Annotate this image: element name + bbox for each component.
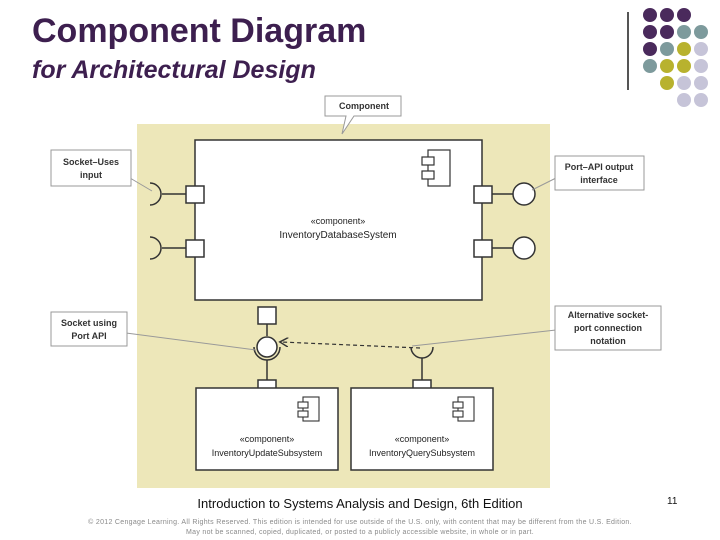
callout-alternative-socket: Alternative socket- port connection nota…	[411, 305, 662, 351]
callout-component-text: Component	[339, 101, 389, 111]
decorative-dot	[677, 76, 691, 90]
callout-port-api-line2: interface	[580, 175, 618, 185]
slide-footer: Introduction to Systems Analysis and Des…	[197, 496, 523, 511]
callout-socket-using-line2: Port API	[71, 331, 106, 341]
copyright-notice: © 2012 Cengage Learning. All Rights Rese…	[40, 518, 680, 538]
decorative-dot	[660, 25, 674, 39]
socket-left-top	[149, 182, 162, 206]
callout-alternative-line3: notation	[590, 336, 626, 346]
main-component-name: InventoryDatabaseSystem	[279, 230, 396, 241]
socket-left-bottom	[149, 236, 162, 260]
component-icon	[421, 149, 451, 187]
port-left-top	[185, 185, 205, 204]
callout-port-api-line1: Port–API output	[565, 162, 634, 172]
lollipop-right-top	[512, 182, 536, 206]
decorative-dot	[643, 42, 657, 56]
callout-socket-uses-line2: input	[80, 170, 102, 180]
update-component-name: InventoryUpdateSubsystem	[212, 448, 323, 458]
callout-socket-using-line1: Socket using	[61, 318, 117, 328]
decorative-dot	[677, 93, 691, 107]
decorative-dot	[694, 42, 708, 56]
slide-title: Component Diagram	[32, 12, 367, 50]
callout-socket-uses-input: Socket–Uses input	[50, 149, 153, 192]
decorative-dot	[677, 59, 691, 73]
callout-socket-uses-line1: Socket–Uses	[63, 157, 119, 167]
decorative-dot	[643, 25, 657, 39]
decorative-dot	[677, 8, 691, 22]
query-component-name: InventoryQuerySubsystem	[369, 448, 475, 458]
page-number: 11	[667, 496, 678, 507]
port-right-top	[473, 185, 493, 204]
decorative-dot	[660, 42, 674, 56]
update-component-stereotype: «component»	[240, 434, 295, 444]
component-icon	[452, 396, 475, 422]
copyright-line-2: May not be scanned, copied, duplicated, …	[186, 529, 534, 536]
socket-alternative	[410, 346, 434, 359]
decorative-dot	[694, 76, 708, 90]
decorative-dot	[694, 59, 708, 73]
decorative-dot	[694, 25, 708, 39]
port-right-bottom	[473, 239, 493, 258]
query-component-stereotype: «component»	[395, 434, 450, 444]
decorative-dot	[660, 76, 674, 90]
callout-alternative-line1: Alternative socket-	[568, 310, 649, 320]
port-left-bottom	[185, 239, 205, 258]
callout-socket-using-port: Socket using Port API	[50, 311, 257, 351]
slide-subtitle: for Architectural Design	[32, 56, 316, 84]
dependency-arrow	[281, 342, 421, 349]
ball-joint	[256, 336, 278, 358]
callout-alternative-line2: port connection	[574, 323, 642, 333]
decorative-dot	[677, 25, 691, 39]
component-icon	[297, 396, 320, 422]
decorative-dot	[660, 59, 674, 73]
lollipop-right-bottom	[512, 236, 536, 260]
decorative-dot	[643, 59, 657, 73]
port-bottom	[257, 306, 277, 325]
decorative-dot	[677, 42, 691, 56]
decorative-dot	[643, 8, 657, 22]
copyright-line-1: © 2012 Cengage Learning. All Rights Rese…	[88, 519, 632, 526]
main-component-stereotype: «component»	[311, 216, 366, 226]
decorative-divider	[627, 12, 629, 90]
callout-component: Component	[324, 95, 402, 135]
decorative-dot	[660, 8, 674, 22]
decorative-dot	[694, 93, 708, 107]
callout-port-api-output: Port–API output interface	[531, 155, 645, 191]
